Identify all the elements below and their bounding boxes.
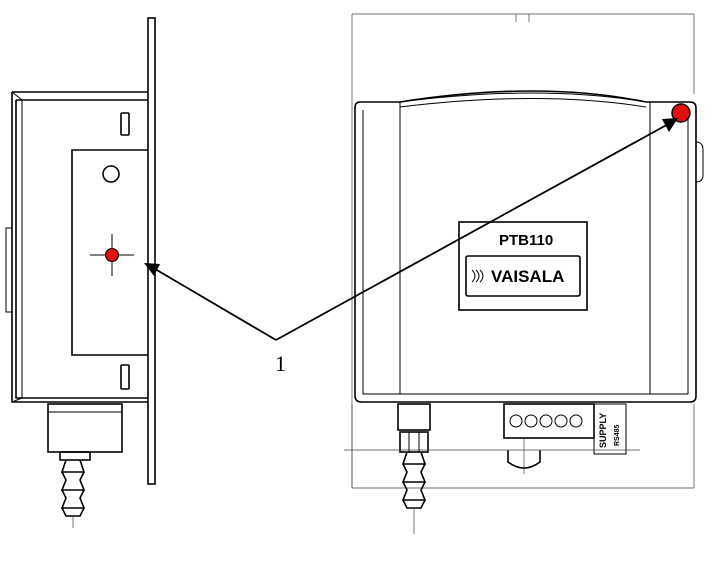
side-connector-block [47, 403, 123, 453]
supply-label: SUPPLY [598, 413, 608, 448]
brand-plate [465, 255, 581, 297]
side-slot-top [120, 112, 130, 136]
side-mounting-hole [102, 165, 120, 183]
callout-arrowhead-left [144, 263, 160, 276]
front-nameplate [458, 221, 588, 311]
side-red-dot-marker-icon [105, 248, 119, 262]
front-terminal-block [503, 403, 595, 439]
brand-label: VAISALA [491, 267, 564, 286]
side-view [5, 17, 156, 528]
side-connector-nut [59, 451, 91, 461]
front-right-tab [695, 141, 704, 183]
front-housing-top-curve [399, 92, 647, 108]
side-bevel-bottom [11, 397, 23, 403]
front-housing-outline [354, 90, 697, 403]
front-red-dot-marker-icon [671, 103, 691, 123]
vaisala-logo-icon [471, 269, 484, 283]
callout-line-left [149, 265, 277, 341]
callout: 1 [144, 118, 678, 376]
side-left-tab [5, 227, 13, 313]
interface-label: RS485 [614, 424, 621, 446]
side-bevel-top [11, 91, 23, 101]
front-pressure-fitting [397, 403, 431, 431]
front-terminal-holes [509, 414, 583, 428]
model-label: PTB110 [499, 232, 553, 249]
front-dimension-frame [351, 13, 695, 489]
front-housing-inner [362, 110, 689, 395]
side-slot-bottom [120, 364, 130, 390]
callout-arrowhead-right [662, 118, 678, 132]
front-pressure-nut [399, 431, 429, 453]
side-mounting-plate [147, 17, 156, 485]
side-bracket [71, 149, 148, 356]
front-view: PTB110 VAISALA SUPPLY RS485 [344, 13, 704, 534]
callout-number: 1 [275, 351, 286, 376]
front-supply-label-box [593, 403, 627, 455]
side-hose-barb [60, 459, 86, 517]
front-hose-barb [401, 451, 427, 509]
callout-line-right [275, 121, 673, 341]
